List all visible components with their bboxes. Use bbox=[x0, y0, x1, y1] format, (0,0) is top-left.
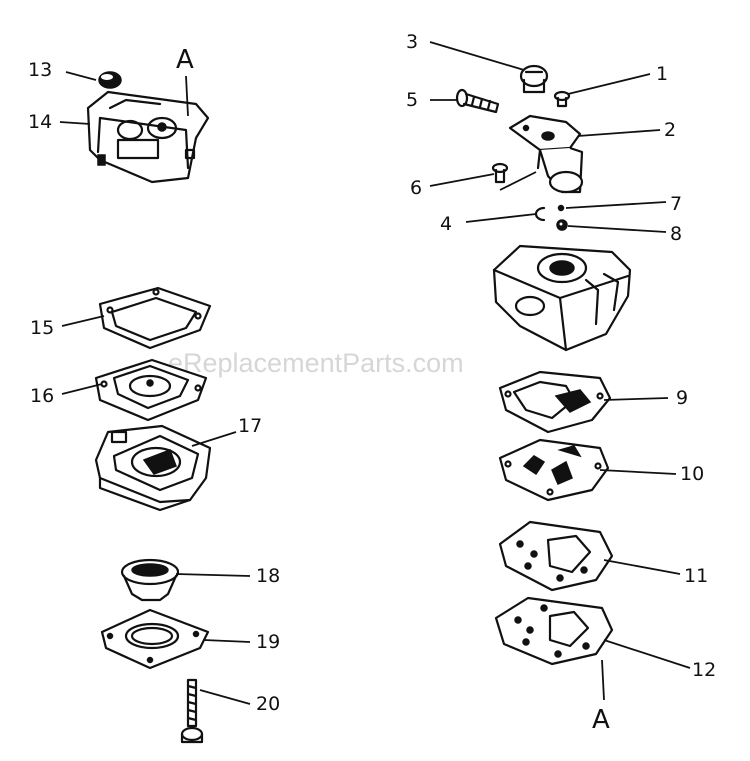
callout-1: 1 bbox=[656, 63, 668, 85]
part-14-pump-cover bbox=[86, 90, 210, 184]
callout-12: 12 bbox=[692, 659, 716, 681]
part-12-plate bbox=[494, 596, 614, 666]
part-16-diaphragm bbox=[94, 358, 208, 422]
part-6-screw bbox=[491, 162, 537, 191]
callout-19: 19 bbox=[256, 631, 280, 653]
callout-14: 14 bbox=[28, 111, 52, 133]
callout-6: 6 bbox=[410, 177, 422, 199]
callout-9: 9 bbox=[676, 387, 688, 409]
callout-13: 13 bbox=[28, 59, 52, 81]
part-4-clip bbox=[534, 206, 546, 222]
part-18-cup bbox=[120, 558, 180, 602]
callout-11: 11 bbox=[684, 565, 708, 587]
callout-5: 5 bbox=[406, 89, 418, 111]
leader-lines bbox=[59, 41, 691, 705]
part-9-gasket bbox=[498, 370, 612, 434]
callout-17: 17 bbox=[238, 415, 262, 437]
callout-3: 3 bbox=[406, 31, 418, 53]
part-15-gasket bbox=[98, 286, 212, 350]
callout-10: 10 bbox=[680, 463, 704, 485]
part-13-cap bbox=[98, 71, 122, 89]
callout-15: 15 bbox=[30, 317, 54, 339]
part-19-plate bbox=[100, 608, 210, 670]
watermark: eReplacementParts.com bbox=[168, 348, 464, 378]
part-8-ball bbox=[556, 219, 568, 231]
part-17-pump-body bbox=[94, 424, 212, 512]
part-7-ball bbox=[557, 204, 565, 212]
part-11-gasket bbox=[498, 520, 614, 592]
callout-labels: 13 A 14 15 16 17 18 19 20 3 1 5 2 6 4 7 … bbox=[28, 31, 716, 735]
part-2-valve-body bbox=[508, 114, 584, 194]
callout-2: 2 bbox=[664, 119, 676, 141]
callout-18: 18 bbox=[256, 565, 280, 587]
callout-4: 4 bbox=[440, 213, 452, 235]
callout-8: 8 bbox=[670, 223, 682, 245]
reference-mark-bottom: A bbox=[592, 705, 610, 735]
reference-mark-top: A bbox=[176, 45, 194, 75]
part-5-screw bbox=[455, 88, 500, 114]
part-1-screw bbox=[553, 90, 571, 108]
part-10-diaphragm bbox=[498, 438, 610, 502]
part-3-adjusting-screw bbox=[519, 64, 549, 94]
callout-16: 16 bbox=[30, 385, 54, 407]
callout-20: 20 bbox=[256, 693, 280, 715]
part-20-screw bbox=[180, 678, 204, 744]
callout-7: 7 bbox=[670, 193, 682, 215]
carburetor-body bbox=[492, 244, 632, 352]
